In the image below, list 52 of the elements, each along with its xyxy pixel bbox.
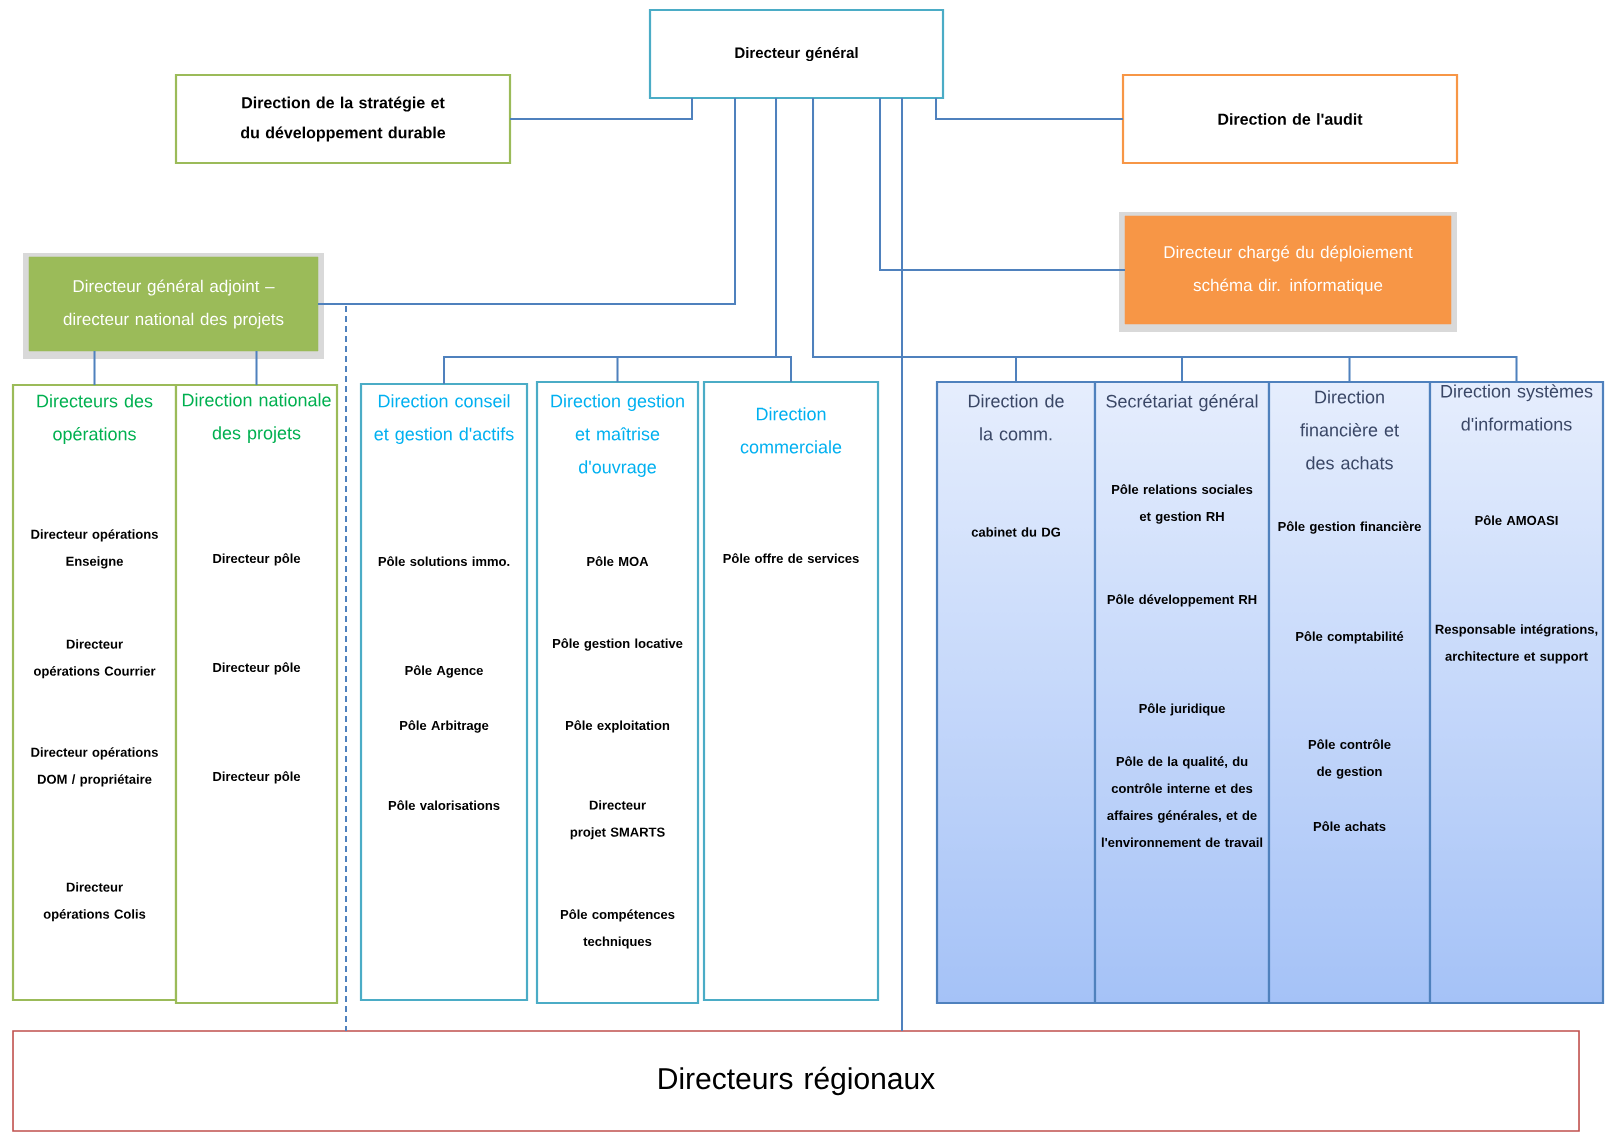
- director-box: Directeur général: [648, 8, 945, 100]
- unit-label: Pôle compétences techniques: [560, 909, 675, 949]
- unit-label: Pôle comptabilité: [1296, 631, 1404, 644]
- connector-line: [901, 97, 903, 1032]
- unit-label: Pôle AMOASI: [1475, 515, 1558, 526]
- unit-label: Directeur opérations DOM / propriétaire: [31, 747, 158, 787]
- unit-label: Pôle MOA: [587, 556, 649, 567]
- unit-label: Pôle relations sociales et gestion RH: [1112, 484, 1253, 524]
- connector-line: [775, 97, 792, 383]
- unit-label: Pôle valorisations: [388, 800, 500, 811]
- unit-label: Directeur projet SMARTS: [570, 800, 665, 840]
- unit-label: Pôle offre de services: [723, 553, 859, 564]
- regional-box: Directeurs régionaux: [12, 1030, 1580, 1132]
- director-box: Directeur chargé du déploiement schéma dir. informatique: [1124, 215, 1452, 325]
- unit-label: Pôle solutions immo.: [378, 556, 510, 567]
- column-heading: Directeurs des opérations: [37, 394, 153, 444]
- unit-label: Pôle Arbitrage: [400, 720, 489, 733]
- unit-label: Pôle de la qualité, du contrôle interne et des affaires générales, et de l'environnement de travail: [1101, 756, 1263, 848]
- unit-label: Directeur opérations Enseigne: [31, 529, 158, 569]
- connector-line: [812, 97, 1518, 383]
- unit-label: Responsable intégrations, architecture et support: [1435, 624, 1598, 664]
- unit-label: Pôle développement RH: [1107, 594, 1257, 607]
- column-heading: Direction de la comm.: [968, 394, 1064, 441]
- direction-box: Direction de l'audit: [1121, 73, 1459, 165]
- direction-box: Direction de la stratégie et du développement durable: [174, 73, 512, 165]
- unit-label: Pôle gestion financière: [1278, 521, 1421, 534]
- unit-label: Directeur pôle: [213, 662, 301, 675]
- connector-line: [93, 350, 96, 386]
- column-heading: Direction financière et des achats: [1300, 390, 1399, 470]
- connector-line: [935, 97, 1124, 120]
- unit-label: Directeur pôle: [213, 771, 301, 784]
- director-box: Directeur général adjoint – directeur national des projets: [28, 256, 319, 352]
- unit-label: Directeur pôle: [213, 553, 301, 566]
- unit-label: Pôle gestion locative: [553, 638, 683, 651]
- column-heading: Direction commerciale: [740, 407, 842, 454]
- unit-label: Pôle achats: [1313, 821, 1386, 832]
- unit-label: Pôle contrôle de gestion: [1308, 739, 1391, 779]
- connector-line: [879, 97, 1126, 271]
- unit-label: Pôle exploitation: [566, 720, 670, 733]
- column-heading: Direction gestion et maîtrise d'ouvrage: [551, 394, 684, 477]
- column-heading: Secrétariat général: [1106, 394, 1258, 412]
- column-heading: Direction conseil et gestion d'actifs: [374, 394, 514, 444]
- unit-label: Directeur opérations Colis: [43, 882, 146, 922]
- column-heading: Direction systèmes d'informations: [1441, 384, 1593, 431]
- unit-label: Directeur opérations Courrier: [34, 639, 156, 679]
- connector-line: [509, 97, 693, 120]
- connector-line: [255, 350, 258, 386]
- column-heading: Direction nationale des projets: [182, 393, 331, 443]
- connector-line: [317, 303, 347, 1032]
- unit-label: Pôle juridique: [1139, 703, 1225, 716]
- unit-label: cabinet du DG: [971, 527, 1060, 537]
- unit-label: Pôle Agence: [405, 665, 483, 678]
